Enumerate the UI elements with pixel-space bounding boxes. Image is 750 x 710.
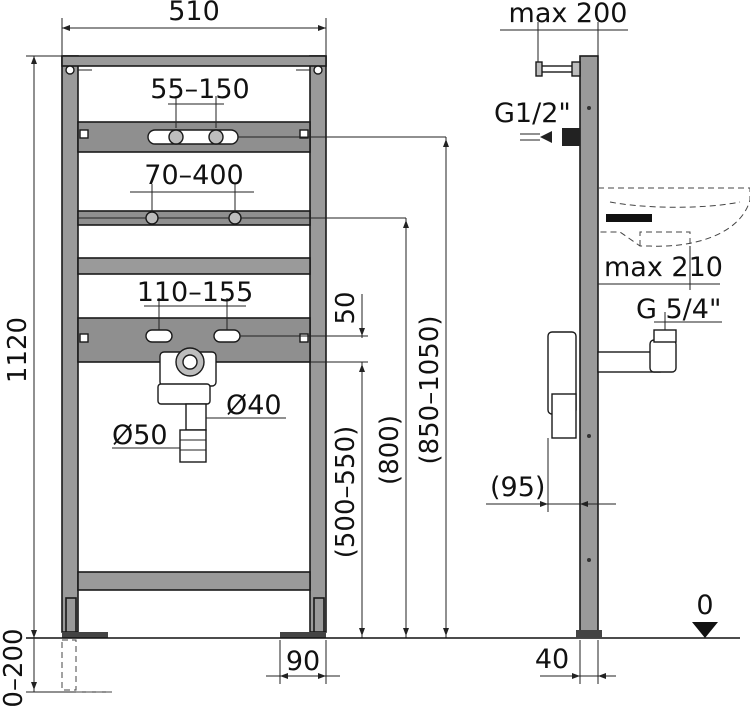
drain-diameter-small-label: Ø40 (226, 390, 282, 421)
inlet-range-dimension: (850–1050) (415, 137, 449, 638)
left-upright (61, 55, 79, 633)
foot-width-label: 90 (286, 646, 320, 677)
drain-siphon (157, 347, 217, 463)
right-mount-slot (213, 329, 241, 343)
left-foot-plate (62, 632, 108, 638)
left-top-bolt (65, 65, 75, 75)
drain-connector: G 5/4" (547, 294, 722, 439)
basin-outline (598, 187, 750, 247)
foot-width-dimension: 90 (266, 640, 340, 684)
right-top-bolt (313, 65, 323, 75)
thread-drain-label: G 5/4" (636, 294, 721, 325)
thread-inlet-label: G1/2" (494, 98, 571, 129)
left-inlet-valve (168, 129, 184, 145)
left-bracket-bolt (145, 211, 159, 225)
floor-level-marker: 0 (692, 590, 718, 638)
top-rail (61, 55, 327, 67)
offset-top-label: 50 (331, 291, 361, 324)
right-foot-tube (313, 597, 325, 633)
frame-depth-label: 40 (535, 644, 569, 675)
bracket-height-dimension: (800) (375, 218, 409, 638)
right-inlet-valve (208, 129, 224, 145)
drain-range-dimension: (500–550) (331, 362, 365, 638)
bracket-height-label: (800) (375, 415, 405, 485)
left-foot-tube (65, 597, 77, 633)
bracket-spacing-dimension: 70–400 (130, 160, 254, 212)
mount-spacing-label: 110–155 (137, 277, 254, 308)
foot-adjust-label: 0–200 (0, 628, 29, 707)
side-view: max 200 G1/2" max (486, 0, 750, 684)
inlet-spacing-label: 55–150 (150, 74, 249, 105)
width-label: 510 (168, 0, 220, 27)
mount-spacing-dimension: 110–155 (137, 277, 254, 330)
drain-diameter-small: Ø40 (206, 390, 286, 421)
inlet-range-label: (850–1050) (415, 315, 445, 464)
floor-level-label: 0 (696, 590, 713, 621)
right-upright (309, 55, 327, 633)
inlet-connector: G1/2" (494, 98, 580, 146)
middle-crossbar (77, 257, 311, 275)
offset-depth-label: (95) (490, 472, 545, 503)
right-bracket-bolt (228, 211, 242, 225)
left-mount-slot (145, 329, 173, 343)
height-dimension: 1120 (3, 55, 62, 638)
height-label: 1120 (3, 317, 33, 383)
side-upright (579, 55, 599, 633)
max-depth-label: max 210 (604, 252, 723, 283)
right-foot-plate (280, 632, 326, 638)
bracket-spacing-label: 70–400 (144, 160, 243, 191)
max-top-dimension: max 200 (500, 0, 628, 70)
inlet-slot (147, 129, 239, 145)
max-depth-dimension: max 210 (598, 246, 723, 290)
frame-depth-dimension: 40 (535, 640, 616, 684)
max-top-label: max 200 (509, 0, 628, 29)
side-foot (576, 630, 602, 638)
inlet-spacing-dimension: 55–150 (150, 74, 250, 128)
offset-depth-dimension: (95) (486, 438, 616, 512)
offset-top-dimension: 50 (331, 291, 365, 338)
width-dimension: 510 (61, 0, 327, 55)
drain-range-label: (500–550) (331, 426, 361, 559)
drain-diameter-large: Ø50 (112, 420, 180, 451)
foot-adjust-dimension: 0–200 (0, 628, 112, 708)
bottom-crossbar (77, 571, 311, 591)
drain-diameter-large-label: Ø50 (112, 420, 168, 451)
